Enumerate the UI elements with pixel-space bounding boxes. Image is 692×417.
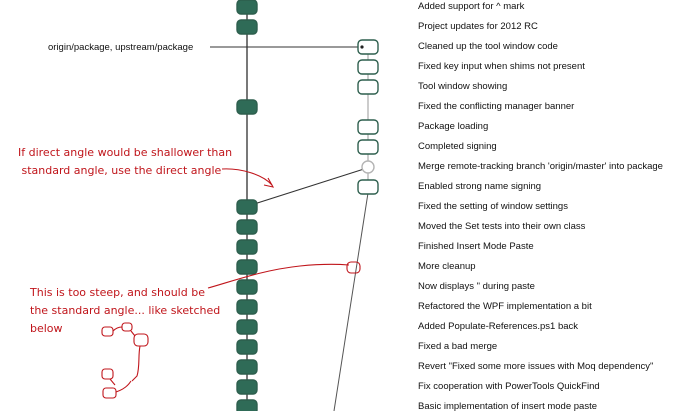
commit-message[interactable]: Fixed key input when shims not present — [418, 61, 585, 72]
main-commit-node[interactable] — [236, 239, 258, 255]
sketch-link-d — [109, 378, 116, 386]
commit-message[interactable]: Now displays " during paste — [418, 281, 535, 292]
commit-message[interactable]: Added Populate-References.ps1 back — [418, 321, 579, 332]
commit-message[interactable]: Fixed a bad merge — [418, 341, 498, 352]
commit-message[interactable]: Package loading — [418, 121, 489, 132]
arrow-2-curve — [207, 263, 350, 289]
commit-message[interactable]: Revert "Fixed some more issues with Moq … — [418, 361, 654, 372]
commit-message[interactable]: Project updates for 2012 RC — [418, 21, 538, 32]
side-commit-node[interactable] — [357, 139, 379, 155]
main-commit-node[interactable] — [236, 379, 258, 395]
commit-message[interactable]: Cleaned up the tool window code — [418, 41, 558, 52]
arrow-1-head — [263, 177, 275, 188]
sketch-node-d — [101, 368, 114, 380]
commit-message[interactable]: Added support for ^ mark — [418, 1, 525, 12]
ref-label: origin/package, upstream/package — [48, 42, 194, 53]
main-commit-node[interactable] — [236, 399, 258, 411]
commit-message[interactable]: Moved the Set tests into their own class — [418, 221, 586, 232]
arrow-1-curve — [221, 168, 273, 186]
commit-message[interactable]: Enabled strong name signing — [418, 181, 542, 192]
merge-edge-direct — [250, 168, 365, 206]
sketch-node-target — [346, 261, 361, 274]
commit-message[interactable]: More cleanup — [418, 261, 476, 272]
side-commit-node[interactable] — [357, 59, 379, 75]
main-commit-node[interactable] — [236, 199, 258, 215]
main-commit-node[interactable] — [236, 299, 258, 315]
main-commit-node[interactable] — [236, 339, 258, 355]
side-commit-node[interactable] — [357, 119, 379, 135]
sketch-node-a — [101, 326, 114, 337]
main-commit-node[interactable] — [236, 279, 258, 295]
commit-message[interactable]: Finished Insert Mode Paste — [418, 241, 534, 252]
side-commit-node[interactable] — [357, 179, 379, 195]
side-lane-descend — [333, 192, 369, 411]
sketch-link-down — [131, 345, 141, 382]
commit-message[interactable]: Completed signing — [418, 141, 497, 152]
commit-message[interactable]: Refactored the WPF implementation a bit — [418, 301, 592, 312]
merge-node[interactable] — [361, 160, 375, 174]
sketch-link-ab — [112, 326, 123, 332]
sketch-link-bc — [130, 330, 136, 337]
sketch-link-e — [115, 380, 132, 393]
main-commit-node[interactable] — [236, 259, 258, 275]
commit-message[interactable]: Fixed the setting of window settings — [418, 201, 568, 212]
main-commit-node[interactable] — [236, 99, 258, 115]
commit-message[interactable]: Fix cooperation with PowerTools QuickFin… — [418, 381, 600, 392]
annotation-too-steep: This is too steep, and should be the sta… — [30, 286, 221, 335]
commit-message[interactable]: Fixed the conflicting manager banner — [418, 101, 575, 112]
sketch-node-e — [102, 387, 117, 399]
main-commit-node[interactable] — [236, 219, 258, 235]
main-commit-node[interactable] — [236, 0, 258, 15]
side-commit-node[interactable] — [357, 79, 379, 95]
main-commit-node[interactable] — [236, 19, 258, 35]
main-commit-node[interactable] — [236, 319, 258, 335]
sketch-node-c — [133, 333, 149, 347]
commit-message[interactable]: Merge remote-tracking branch 'origin/mas… — [418, 161, 663, 172]
side-commit-node[interactable] — [357, 39, 379, 55]
graph-edges — [210, 0, 369, 411]
annotation-direct-angle: If direct angle would be shallower than … — [18, 146, 233, 177]
commit-message[interactable]: Basic implementation of insert mode past… — [418, 401, 598, 412]
main-commit-node[interactable] — [236, 359, 258, 375]
ref-pointer-dot — [360, 45, 364, 49]
annotation-sketch — [101, 168, 361, 399]
commit-message[interactable]: Tool window showing — [418, 81, 508, 92]
graph-nodes — [236, 0, 379, 411]
